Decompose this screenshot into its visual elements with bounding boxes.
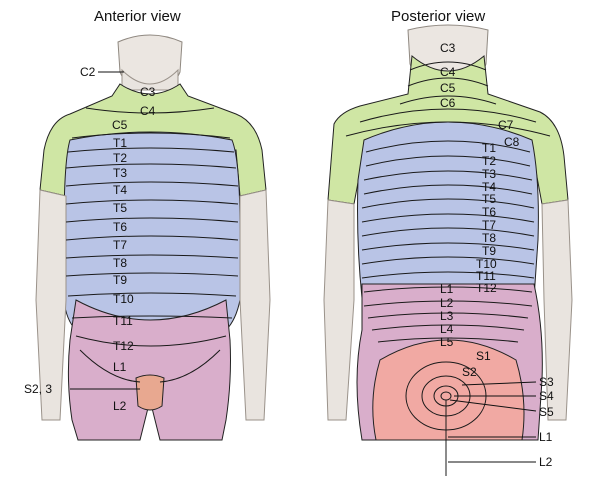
ant-label-t1: T1	[113, 136, 127, 150]
ant-label-c5: C5	[112, 118, 128, 132]
ant-label-t5: T5	[113, 201, 127, 215]
posterior-right-arm	[541, 199, 573, 421]
post-label-s2: S2	[462, 365, 477, 379]
anterior-sacral-area	[135, 374, 165, 411]
ant-label-t2: T2	[113, 151, 127, 165]
post-s3-leader	[461, 381, 537, 386]
post-label-c7: C7	[498, 118, 514, 132]
ant-label-t12: T12	[113, 339, 134, 353]
anterior-left-arm	[35, 189, 67, 421]
ant-label-s23: S2, 3	[24, 382, 52, 396]
ant-label-t8: T8	[113, 256, 127, 270]
ant-label-t3: T3	[113, 166, 127, 180]
ant-label-t4: T4	[113, 183, 127, 197]
ant-label-t10: T10	[113, 292, 134, 306]
post-label-s4: S4	[539, 389, 554, 403]
ant-label-l2: L2	[113, 399, 127, 413]
post-label-t8: T8	[482, 231, 496, 245]
ant-label-c2: C2	[80, 65, 96, 79]
post-label-s3: S3	[539, 375, 554, 389]
posterior-left-arm	[323, 199, 355, 421]
post-label-t11: T11	[476, 269, 496, 283]
ant-label-t11: T11	[113, 314, 133, 328]
anterior-right-arm	[239, 189, 271, 421]
post-label-t2: T2	[482, 154, 496, 168]
ant-label-l1: L1	[113, 360, 127, 374]
posterior-figure	[323, 24, 573, 476]
post-label-t10: T10	[476, 257, 497, 271]
post-label-c6: C6	[440, 96, 456, 110]
post-label-l2: L2	[440, 296, 454, 310]
post-label-l1-thigh: L1	[539, 430, 553, 444]
post-label-t9: T9	[482, 244, 496, 258]
post-label-l4: L4	[440, 322, 454, 336]
post-label-t7: T7	[482, 218, 496, 232]
post-label-s1: S1	[476, 349, 491, 363]
post-label-s5: S5	[539, 405, 554, 419]
post-label-c8: C8	[504, 135, 520, 149]
post-label-t5: T5	[482, 192, 496, 206]
post-label-l2-thigh: L2	[539, 455, 553, 469]
ant-label-c4: C4	[140, 104, 156, 118]
post-label-c4: C4	[440, 65, 456, 79]
ant-label-t9: T9	[113, 273, 127, 287]
anterior-neck	[121, 68, 179, 91]
post-label-t1: T1	[482, 141, 496, 155]
anterior-dermatome-lines	[65, 107, 239, 383]
ant-label-t7: T7	[113, 238, 127, 252]
posterior-view-title: Posterior view	[391, 8, 485, 25]
post-label-l3: L3	[440, 309, 454, 323]
post-label-t12: T12	[476, 281, 497, 295]
anterior-figure	[35, 34, 271, 441]
posterior-sacral-region	[372, 339, 525, 441]
post-label-t4: T4	[482, 180, 496, 194]
anterior-thoracic-region	[63, 131, 241, 331]
anterior-labels: C2 C3 C4 C5 T1 T2 T3 T4 T5 T6 T7 T8 T9 T…	[24, 65, 156, 413]
anterior-view-title: Anterior view	[94, 8, 181, 25]
ant-label-t6: T6	[113, 220, 127, 234]
post-label-l5: L5	[440, 335, 454, 349]
anterior-lumbar-region	[67, 299, 231, 441]
post-label-t3: T3	[482, 167, 496, 181]
post-label-c3: C3	[440, 41, 456, 55]
posterior-labels: C3 C4 C5 C6 C7 C8 T1 T2 T3 T4 T5 T6 T7 T…	[440, 41, 554, 469]
post-s5-leader	[449, 399, 537, 412]
ant-label-c3: C3	[140, 85, 156, 99]
post-label-c5: C5	[440, 81, 456, 95]
post-label-l1: L1	[440, 282, 454, 296]
post-label-t6: T6	[482, 205, 496, 219]
